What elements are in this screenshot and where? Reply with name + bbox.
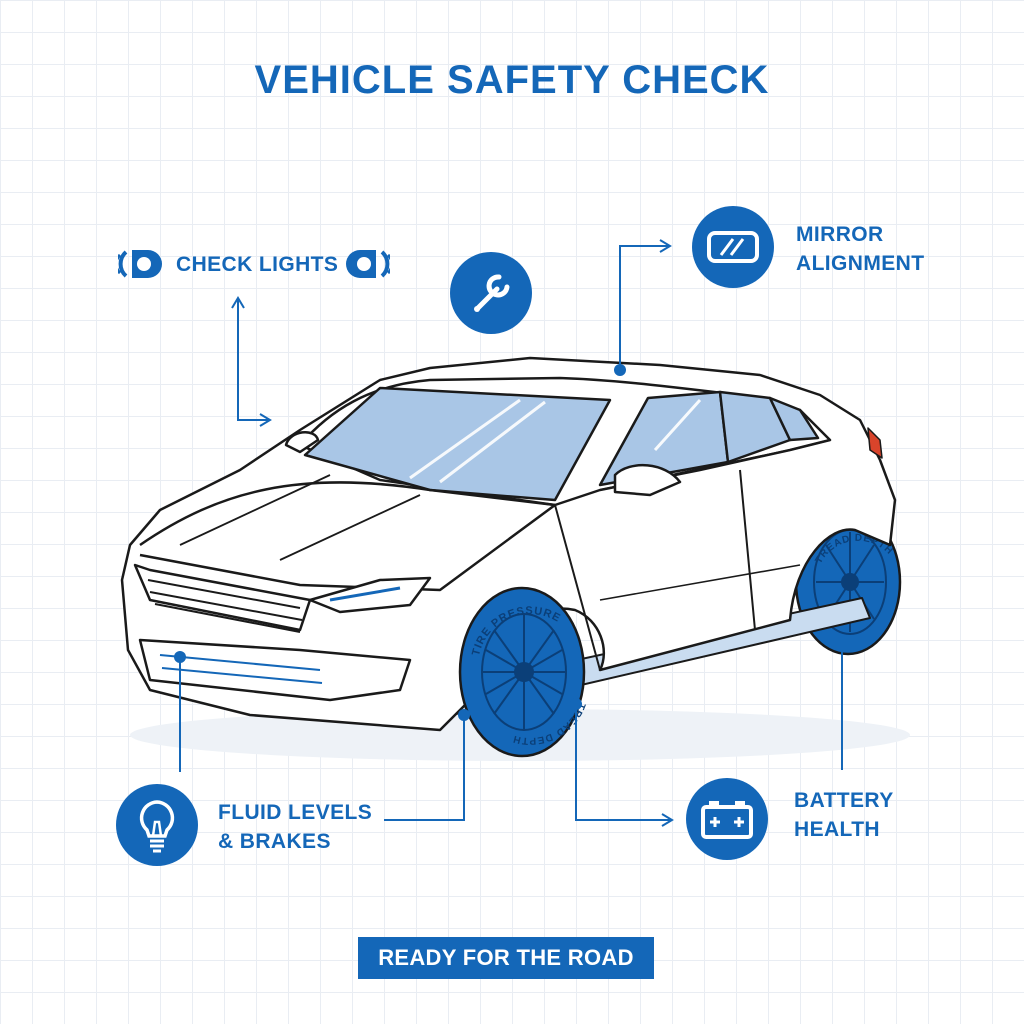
battery-health-line2: HEALTH — [794, 818, 881, 841]
car-body — [120, 356, 897, 732]
fluid-levels-label: FLUID LEVELS & BRAKES — [218, 798, 372, 856]
lightbulb-icon — [139, 800, 175, 853]
battery-health-line1: BATTERY — [794, 789, 894, 812]
headlight-icon-left — [118, 250, 162, 278]
fluid-badge — [116, 784, 198, 866]
headlight-icon-right — [346, 250, 390, 278]
mirror-alignment-line1: MIRROR — [796, 223, 884, 246]
battery-health-label: BATTERY HEALTH — [794, 786, 894, 844]
mirror-alignment-label: MIRROR ALIGNMENT — [796, 220, 924, 278]
connector-dots — [174, 364, 626, 721]
front-wheel: TIRE PRESSURE TREAD DEPTH — [458, 586, 587, 758]
wrench-badge — [450, 252, 532, 334]
check-lights-label: CHECK LIGHTS — [176, 253, 339, 276]
page-title: VEHICLE SAFETY CHECK — [254, 58, 770, 102]
battery-icon — [701, 801, 753, 839]
fluid-levels-line1: FLUID LEVELS — [218, 801, 373, 824]
battery-badge — [686, 778, 768, 860]
fluid-levels-line2: & BRAKES — [218, 830, 331, 853]
connector-lines — [179, 239, 843, 827]
mirror-badge — [692, 206, 774, 288]
wrench-icon — [474, 274, 510, 312]
mirror-icon — [707, 231, 759, 263]
ready-banner: READY FOR THE ROAD — [358, 937, 654, 979]
mirror-alignment-line2: ALIGNMENT — [796, 252, 925, 275]
